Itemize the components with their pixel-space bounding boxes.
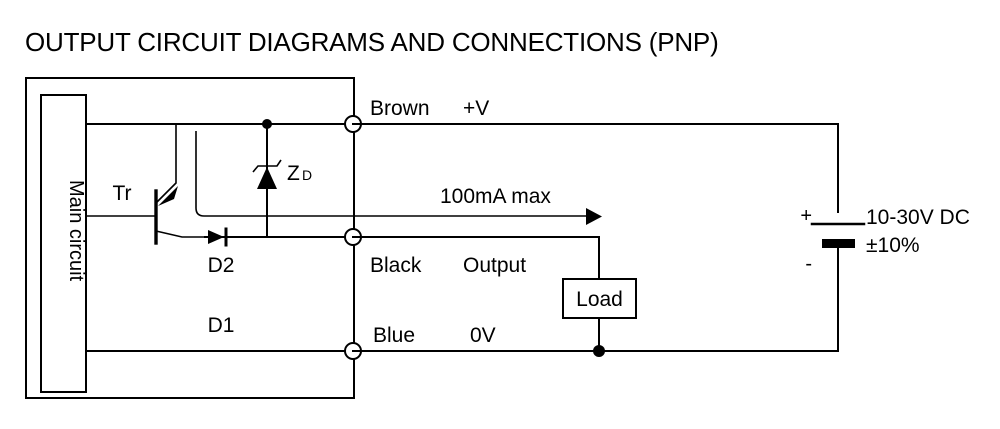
terminal-label-brown: Brown — [370, 97, 430, 120]
transistor-emitter-lead — [155, 230, 205, 238]
output-to-load-wire — [352, 236, 600, 280]
supply-plus-sign: + — [800, 205, 812, 227]
diode1-label: D1 — [208, 314, 235, 337]
diode2-label: D2 — [208, 254, 235, 277]
zener-label: Z — [287, 162, 300, 185]
terminal-label-plusv: +V — [463, 97, 489, 120]
supply-voltage-label: 10-30V DC — [866, 206, 970, 229]
supply-tolerance-label: ±10% — [866, 234, 920, 257]
current-rating-label: 100mA max — [440, 185, 551, 208]
transistor-emitter-arrow — [158, 186, 178, 206]
terminal-label-black: Black — [370, 254, 422, 277]
main-circuit-label: Main circuit — [65, 180, 87, 282]
diode2-triangle — [208, 230, 224, 244]
main-circuit-box — [40, 94, 87, 393]
zener-triangle — [257, 167, 277, 189]
external-0v-wire — [352, 248, 839, 352]
current-flow-arrowhead — [586, 208, 602, 225]
terminal-label-output: Output — [463, 254, 526, 277]
terminal-label-0v: 0V — [470, 324, 496, 347]
zener-cathode-zigzag — [252, 159, 282, 173]
page-title: OUTPUT CIRCUIT DIAGRAMS AND CONNECTIONS … — [25, 27, 719, 57]
zener-plusv-junction-dot — [262, 119, 272, 129]
load-label: Load — [576, 288, 623, 311]
terminal-label-blue: Blue — [373, 324, 415, 347]
diode1-path-wire — [195, 131, 353, 217]
external-plusv-wire — [352, 123, 839, 213]
supply-minus-sign: - — [805, 253, 812, 275]
zener-label-subscript: D — [302, 167, 312, 183]
battery-negative-plate — [822, 239, 855, 248]
transistor-collector-lead — [155, 124, 177, 204]
transistor-label: Tr — [112, 182, 131, 205]
